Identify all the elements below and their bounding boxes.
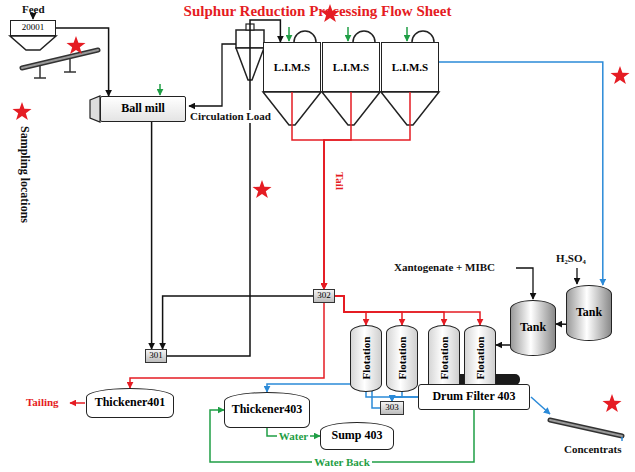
node-text: L.I.M.S — [274, 61, 310, 73]
flotation-cell: Flotation — [464, 325, 496, 392]
sampling-star — [603, 394, 622, 412]
flotation-cell: Flotation — [428, 325, 460, 392]
reagent-tank: Tank — [566, 285, 612, 341]
hopper-box: 20001 — [10, 20, 56, 36]
flow-line — [496, 344, 510, 346]
thickener: Thickener401 — [86, 388, 174, 418]
flow-line — [324, 92, 410, 289]
pump-tag: 301 — [145, 349, 167, 363]
drum-filter: Drum Filter 403 — [418, 384, 530, 410]
sampling-star — [253, 180, 272, 198]
reagent-label: Xantogenate + MIBC — [394, 261, 495, 274]
legend-star — [13, 102, 32, 120]
flow-line — [439, 62, 603, 285]
pump-tag: 303 — [380, 401, 404, 415]
sampling-star — [67, 36, 86, 54]
flow-label: Water Back — [312, 456, 372, 468]
node-text: Tank — [576, 306, 602, 319]
product-label: Tailing — [26, 396, 59, 409]
node-text: Flotation — [360, 337, 372, 380]
concentrate-arrow — [531, 397, 550, 414]
thickener: Thickener403 — [224, 392, 310, 428]
flotation-cell: Flotation — [350, 325, 382, 392]
flow-line — [556, 323, 566, 325]
node-text: Drum Filter 403 — [432, 390, 515, 403]
flow-line — [151, 122, 153, 349]
reagent-label: H₂SO₄ — [556, 252, 586, 265]
node-text: Tank — [520, 321, 546, 334]
sump: Sump 403 — [320, 422, 394, 450]
lims-separator: L.I.M.S — [381, 42, 439, 92]
flow-line — [163, 296, 313, 349]
node-text: Flotation — [474, 337, 486, 380]
product-label: Concentrats — [564, 443, 621, 456]
lims-separator: L.I.M.S — [263, 42, 321, 92]
node-text: 302 — [317, 291, 331, 301]
node-text: Flotation — [438, 337, 450, 380]
hopper-funnel — [10, 36, 56, 50]
flow-line — [335, 296, 402, 325]
sampling-star — [611, 66, 630, 84]
node-text: 303 — [385, 403, 399, 413]
ball-mill: Ball mill — [100, 96, 186, 122]
flow-line — [292, 92, 324, 289]
reagent-line — [516, 268, 533, 299]
node-text: 301 — [149, 351, 163, 361]
node-text: L.I.M.S — [392, 61, 428, 73]
flow-line — [130, 303, 324, 388]
flow-line — [366, 392, 392, 401]
node-text: Thickener401 — [95, 396, 166, 409]
node-text: Thickener403 — [232, 403, 303, 416]
water-inlets — [289, 27, 407, 41]
title: Sulphur Reduction Processing Flow Sheet — [0, 3, 635, 20]
flow-label: Water — [277, 430, 310, 442]
feed-arrow — [32, 15, 33, 19]
water-inlet — [159, 84, 161, 95]
flow-line — [335, 296, 480, 325]
pump-tag: 302 — [313, 289, 335, 303]
stream-label: Tail — [333, 172, 346, 190]
lims-separator: L.I.M.S — [322, 42, 380, 92]
flow-line — [335, 296, 444, 325]
stream-label: Circulation Load — [188, 110, 273, 123]
feed-label: Feed — [22, 3, 45, 16]
flow-line — [56, 28, 109, 96]
node-text: Ball mill — [121, 102, 165, 115]
node-text: L.I.M.S — [333, 61, 369, 73]
mill-inlet — [90, 96, 100, 122]
flow-line — [335, 296, 366, 325]
flow-line — [324, 92, 351, 289]
reagent-tank: Tank — [510, 300, 556, 356]
acid-line — [576, 268, 577, 284]
concentrate-drop — [621, 437, 623, 441]
tailing-arrow — [70, 402, 85, 404]
node-text: Sump 403 — [331, 429, 382, 442]
circulation-line — [189, 44, 236, 106]
node-text: Flotation — [396, 337, 408, 380]
flotation-cell: Flotation — [386, 325, 418, 392]
node-text: 20001 — [22, 23, 45, 33]
concentrate-conveyor — [550, 420, 622, 436]
legend-text: Sampling locations — [17, 126, 31, 223]
feed-conveyor — [22, 50, 98, 78]
